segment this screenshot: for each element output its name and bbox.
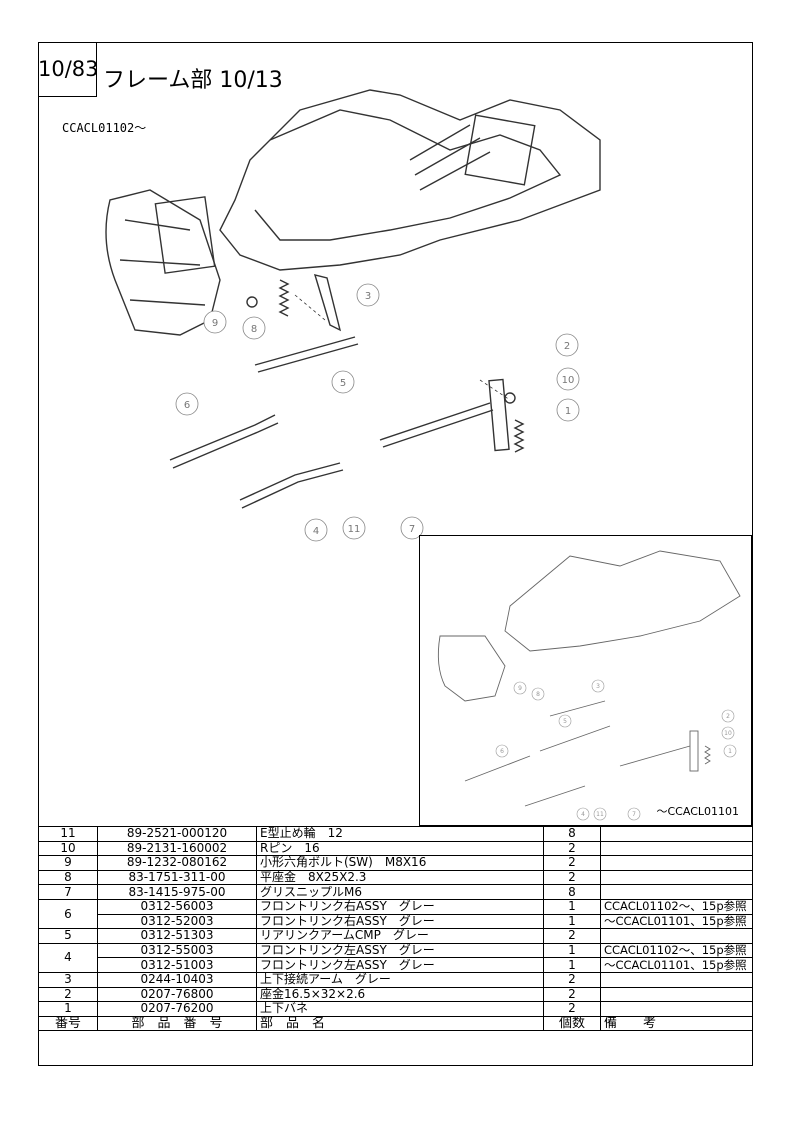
part-plate	[488, 378, 510, 452]
inset-callout-4: 4	[576, 807, 590, 821]
svg-text:10: 10	[562, 375, 575, 386]
part-spring-upper	[278, 279, 290, 317]
page-title: フレーム部 10/13	[103, 68, 283, 93]
inset-svg: 1 2 3 4 5 6 7 8 9 10 11	[437, 550, 741, 821]
inset-callout-10: 10	[721, 726, 735, 740]
table-row: 11 89-2521-000120 E型止め輪 12 8	[38, 826, 753, 842]
table-row: 6 0312-56003 フロントリンク右ASSY グレー 1 CCACL011…	[38, 898, 753, 930]
svg-text:3: 3	[596, 683, 600, 690]
header-name: 部 品 名	[256, 1015, 544, 1032]
table-row: 8 83-1751-311-00 平座金 8X25X2.3 2	[38, 869, 753, 886]
callout-9: 9	[203, 310, 227, 334]
callout-5: 5	[331, 370, 355, 394]
svg-text:11: 11	[348, 524, 361, 535]
callout-8: 8	[242, 316, 266, 340]
header-remarks: 備 考	[600, 1015, 753, 1032]
svg-text:5: 5	[340, 378, 346, 389]
frame-rail-inner	[254, 109, 562, 241]
inset-callout-6: 6	[495, 744, 509, 758]
part-5-link	[254, 336, 359, 373]
front-bumper	[105, 189, 221, 336]
inset-callout-8: 8	[531, 687, 545, 701]
table-row: 4 0312-55003 フロントリンク左ASSY グレー 1 CCACL011…	[38, 942, 753, 973]
inset-callout-9: 9	[513, 681, 527, 695]
svg-text:4: 4	[581, 811, 585, 818]
table-row: 9 89-1232-080162 小形六角ボルト(SW) M8X16 2	[38, 855, 753, 871]
svg-text:11: 11	[596, 811, 604, 818]
callout-10: 10	[556, 367, 580, 391]
svg-text:10: 10	[724, 730, 732, 737]
svg-text:5: 5	[563, 718, 567, 725]
svg-text:7: 7	[409, 524, 415, 535]
svg-text:1: 1	[728, 748, 732, 755]
svg-text:9: 9	[518, 685, 522, 692]
svg-text:2: 2	[726, 713, 730, 720]
serial-inset: ～CCACL01101	[656, 805, 740, 818]
part-3-arm	[313, 274, 342, 332]
header-no: 番号	[38, 1015, 98, 1032]
inset-drawing: 1 2 3 4 5 6 7 8 9 10 11 ～CCACL01101	[419, 535, 752, 826]
table-row: 10 89-2131-160002 Rピン 16 2	[38, 840, 753, 857]
parts-table: 11 89-2521-000120 E型止め輪 12 8 10 89-2131-…	[38, 826, 753, 1032]
callout-3: 3	[356, 283, 380, 307]
inset-callout-2: 2	[721, 709, 735, 723]
svg-text:8: 8	[536, 691, 540, 698]
callout-2: 2	[555, 333, 579, 357]
inset-callout-11: 11	[593, 807, 607, 821]
callout-7: 7	[400, 516, 424, 540]
inset-callout-1: 1	[723, 744, 737, 758]
inset-callout-3: 3	[591, 679, 605, 693]
page-number: 10/83	[38, 42, 99, 97]
inset-callout-5: 5	[558, 714, 572, 728]
svg-text:4: 4	[313, 526, 319, 537]
svg-text:9: 9	[212, 318, 218, 329]
table-row: 5 0312-51303 リアリンクアームCMP グレー 2	[38, 928, 753, 944]
header-part-no: 部 品 番 号	[97, 1015, 257, 1032]
table-row: 2 0207-76800 座金16.5×32×2.6 2	[38, 986, 753, 1003]
svg-text:2: 2	[564, 341, 570, 352]
callout-1: 1	[556, 398, 580, 422]
svg-text:6: 6	[500, 748, 504, 755]
table-row: 3 0244-10403 上下接続アーム グレー 2	[38, 971, 753, 988]
svg-text:7: 7	[632, 811, 636, 818]
frame-rail	[219, 89, 601, 271]
table-row: 0312-52003 フロントリンク右ASSY グレー 1 ～CCACL0110…	[39, 913, 753, 930]
svg-text:8: 8	[251, 324, 257, 335]
part-7-link	[379, 402, 494, 448]
table-row: 7 83-1415-975-00 グリスニップルM6 8	[38, 884, 753, 900]
svg-text:3: 3	[365, 291, 371, 302]
table-row: 1 0207-76200 上下バネ 2	[38, 1001, 753, 1017]
header-qty: 個数	[543, 1015, 601, 1032]
part-6-link	[169, 414, 279, 469]
main-drawing: 1 2 3 4 5 6 7 8 9 10 11	[105, 89, 601, 542]
inset-callout-7: 7	[627, 807, 641, 821]
callout-11: 11	[342, 516, 366, 540]
table-header-row: 番号 部 品 番 号 部 品 名 個数 備 考	[38, 1015, 753, 1032]
part-4-link	[239, 462, 344, 509]
svg-text:1: 1	[565, 406, 571, 417]
page-frame	[38, 42, 753, 1066]
callout-4: 4	[304, 518, 328, 542]
part-spring-right	[513, 419, 525, 453]
serial-main: CCACL01102～	[62, 121, 147, 135]
svg-text:6: 6	[184, 400, 190, 411]
callout-6: 6	[175, 392, 199, 416]
table-row: 0312-51003 フロントリンク左ASSY グレー 1 ～CCACL0110…	[39, 957, 753, 973]
